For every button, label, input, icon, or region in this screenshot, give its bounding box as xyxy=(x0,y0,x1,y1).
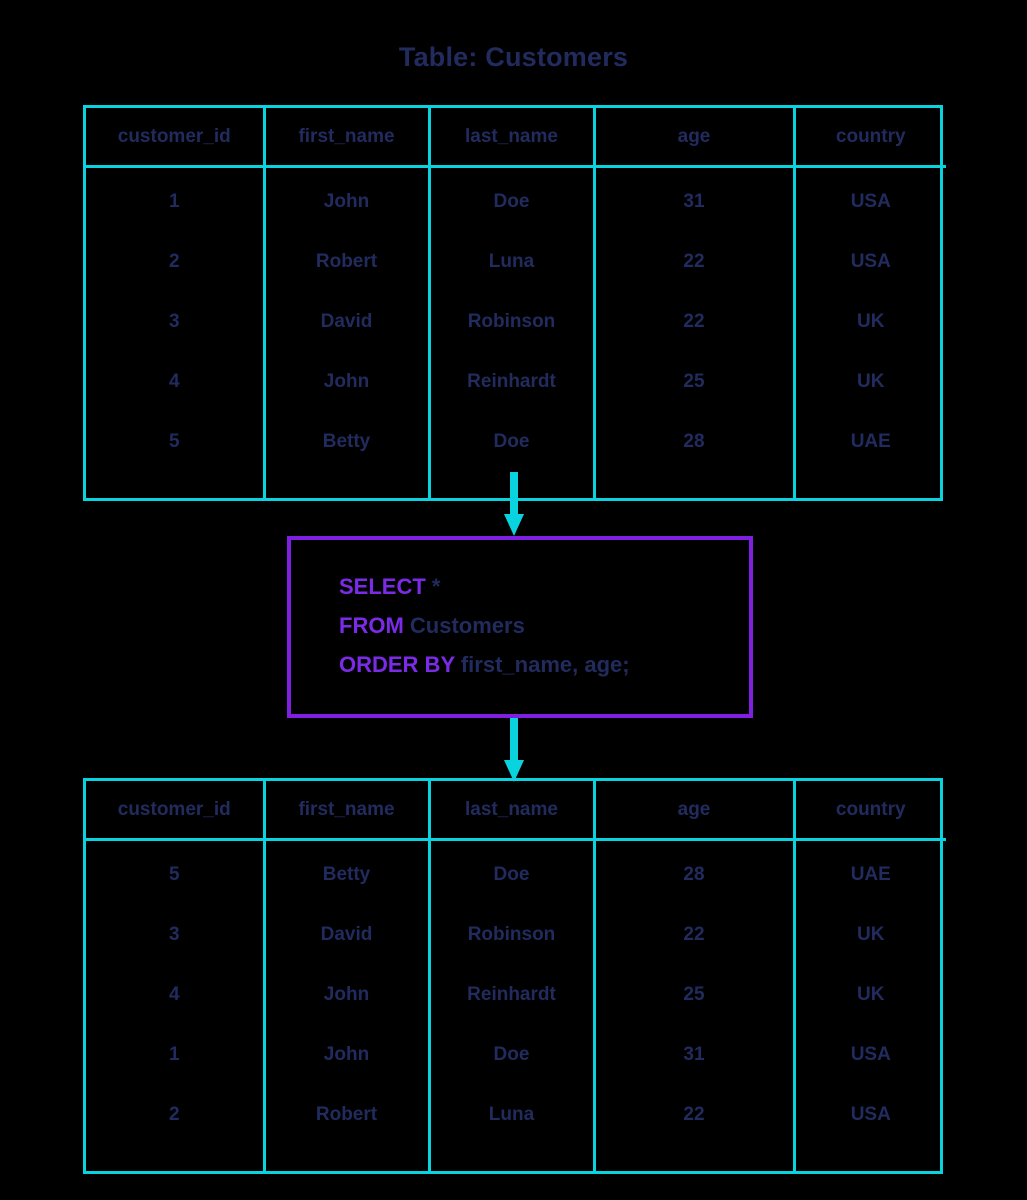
source-column-header-last_name: last_name xyxy=(427,108,594,168)
sql-identifier: * xyxy=(425,574,441,599)
cell-country: UK xyxy=(792,352,946,412)
sql-keyword: FROM xyxy=(339,613,404,638)
cell-country: UAE xyxy=(792,839,946,905)
sql-keyword: ORDER BY xyxy=(339,652,455,677)
result-column-header-customer_id: customer_id xyxy=(86,781,264,841)
query-line-2: FROM Customers xyxy=(339,606,741,645)
cell-first_name: Robert xyxy=(262,1085,429,1171)
cell-first_name: John xyxy=(262,352,429,412)
cell-first_name: John xyxy=(262,166,429,232)
cell-last_name: Luna xyxy=(427,232,594,292)
arrow-source-to-query xyxy=(504,472,524,536)
cell-first_name: David xyxy=(262,292,429,352)
cell-customer_id: 2 xyxy=(168,1104,180,1125)
result-column-header-country: country xyxy=(792,781,946,841)
sql-identifier: Customers xyxy=(403,613,525,638)
cell-age: 22 xyxy=(592,905,794,965)
cell-customer_id: 1 xyxy=(168,191,180,212)
arrow-shaft xyxy=(510,472,518,516)
result-column-header-age: age xyxy=(592,781,794,841)
arrow-head-icon xyxy=(504,514,524,536)
cell-country: USA xyxy=(792,1025,946,1085)
cell-first_name: Robert xyxy=(262,232,429,292)
cell-customer_id: 4 xyxy=(168,984,180,1005)
query-line-1: SELECT * xyxy=(339,567,741,606)
cell-first_name: John xyxy=(262,1025,429,1085)
sql-keyword: SELECT xyxy=(339,574,426,599)
cell-age: 28 xyxy=(592,412,794,498)
arrow-head-icon xyxy=(504,760,524,782)
cell-age: 22 xyxy=(592,1085,794,1171)
cell-age: 25 xyxy=(592,352,794,412)
cell-last_name: Reinhardt xyxy=(427,352,594,412)
query-line-3: ORDER BY first_name, age; xyxy=(339,645,741,684)
cell-country: USA xyxy=(792,232,946,292)
cell-last_name: Doe xyxy=(427,1025,594,1085)
result-column-header-last_name: last_name xyxy=(427,781,594,841)
cell-country: UAE xyxy=(792,412,946,498)
arrow-shaft xyxy=(510,718,518,762)
cell-first_name: John xyxy=(262,965,429,1025)
cell-country: USA xyxy=(792,1085,946,1171)
cell-customer_id: 3 xyxy=(168,924,180,945)
cell-last_name: Robinson xyxy=(427,292,594,352)
cell-last_name: Doe xyxy=(427,839,594,905)
cell-country: UK xyxy=(792,965,946,1025)
cell-country: USA xyxy=(792,166,946,232)
cell-country: UK xyxy=(792,905,946,965)
arrow-query-to-result xyxy=(504,718,524,782)
cell-last_name: Reinhardt xyxy=(427,965,594,1025)
cell-last_name: Luna xyxy=(427,1085,594,1171)
cell-age: 25 xyxy=(592,965,794,1025)
cell-age: 31 xyxy=(592,166,794,232)
cell-customer_id: 2 xyxy=(168,251,180,272)
page-title: Table: Customers xyxy=(398,42,629,72)
cell-first_name: David xyxy=(262,905,429,965)
source-column-header-age: age xyxy=(592,108,794,168)
source-column-header-country: country xyxy=(792,108,946,168)
cell-customer_id: 3 xyxy=(168,311,180,332)
cell-age: 22 xyxy=(592,292,794,352)
cell-age: 31 xyxy=(592,1025,794,1085)
source-column-header-first_name: first_name xyxy=(262,108,429,168)
cell-country: UK xyxy=(792,292,946,352)
cell-last_name: Robinson xyxy=(427,905,594,965)
cell-customer_id: 5 xyxy=(168,431,180,452)
cell-last_name: Doe xyxy=(427,166,594,232)
cell-customer_id: 4 xyxy=(168,371,180,392)
source-column-header-customer_id: customer_id xyxy=(86,108,264,168)
sql-identifier: first_name, age; xyxy=(454,652,630,677)
cell-customer_id: 1 xyxy=(168,1044,180,1065)
cell-last_name: Doe xyxy=(427,412,594,498)
cell-age: 28 xyxy=(592,839,794,905)
cell-first_name: Betty xyxy=(262,839,429,905)
cell-customer_id: 5 xyxy=(168,864,180,885)
cell-first_name: Betty xyxy=(262,412,429,498)
result-column-header-first_name: first_name xyxy=(262,781,429,841)
cell-age: 22 xyxy=(592,232,794,292)
